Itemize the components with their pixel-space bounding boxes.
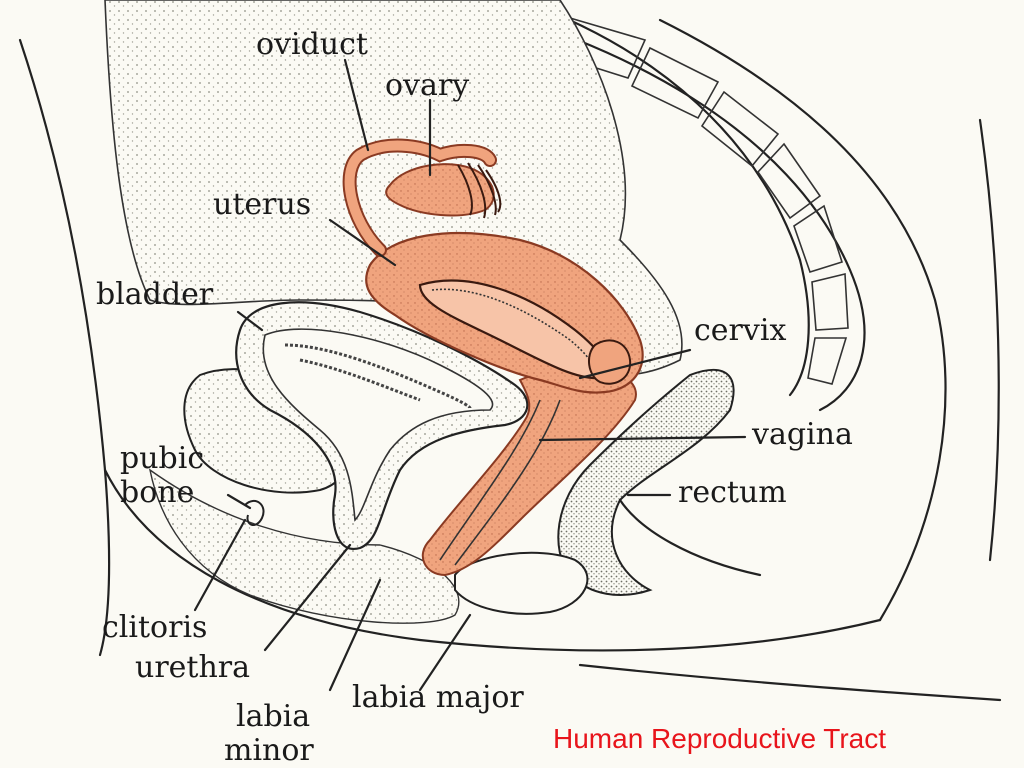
label-minor: minor [224, 733, 314, 768]
label-oviduct: oviduct [256, 27, 368, 62]
label-urethra: urethra [135, 650, 250, 685]
caption: Human Reproductive Tract [553, 723, 886, 754]
body-outline [18, 18, 1002, 702]
cervix-shape [588, 339, 632, 385]
label-labia: labia [236, 699, 310, 734]
label-vagina: vagina [751, 417, 853, 452]
label-uterus: uterus [213, 187, 311, 222]
label-cervix: cervix [694, 313, 786, 348]
fimbriae [457, 162, 502, 219]
bladder-lumen [262, 328, 494, 522]
perineal-tissue [148, 468, 460, 624]
label-rectum: rectum [678, 475, 787, 510]
label-bladder: bladder [96, 277, 214, 312]
label-ovary: ovary [385, 68, 469, 103]
bladder-folds [284, 343, 472, 409]
labia-majora-shape [454, 551, 589, 615]
clitoris-shape [244, 499, 265, 526]
label-pubic: pubic [120, 441, 204, 476]
leader-lines [193, 58, 747, 692]
label-labia-major: labia major [352, 680, 524, 715]
label-clitoris: clitoris [102, 610, 207, 645]
rectum-shape [557, 369, 735, 596]
label-bone: bone [120, 475, 194, 510]
